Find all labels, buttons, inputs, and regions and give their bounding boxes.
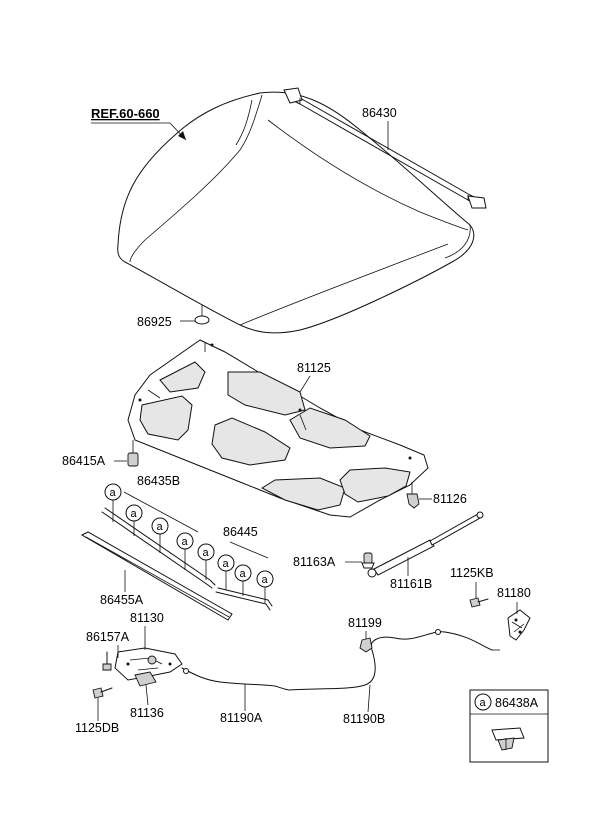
callout-a: a <box>262 574 269 586</box>
callout-a: a <box>240 568 247 580</box>
label-81136: 81136 <box>130 706 164 720</box>
hood-weatherstrip-86430 <box>283 87 487 209</box>
legend-part-number: 86438A <box>495 696 539 710</box>
hood-inner-panel-81125 <box>127 339 429 518</box>
callout-a: a <box>131 508 138 520</box>
label-81163A: 81163A <box>293 555 336 569</box>
clip-86438A-icon <box>491 727 525 751</box>
callout-a: a <box>182 536 189 548</box>
label-86925: 86925 <box>137 315 172 329</box>
hood-seal-86445 <box>215 587 273 611</box>
label-86455A: 86455A <box>100 593 144 607</box>
hood-panel <box>117 91 475 334</box>
bolt-86157A <box>102 651 112 671</box>
callout-a: a <box>223 558 230 570</box>
callouts-86445: a a a <box>217 554 274 603</box>
callout-a: a <box>110 487 117 499</box>
legend-letter: a <box>480 697 487 709</box>
label-81161B: 81161B <box>390 577 432 591</box>
latch-bracket-81136 <box>134 671 157 687</box>
hood-lift-strut-81161B <box>367 511 484 578</box>
release-cable-81190A <box>181 667 291 691</box>
label-81130: 81130 <box>130 611 164 625</box>
callout-a: a <box>157 521 164 533</box>
label-86445: 86445 <box>223 525 258 539</box>
label-81180: 81180 <box>497 586 531 600</box>
hood-bumper-86415A <box>127 452 139 467</box>
bolt-1125DB <box>92 687 113 699</box>
hood-seal-86455A <box>80 531 233 621</box>
hood-bumper-81126 <box>406 493 420 509</box>
label-81199: 81199 <box>348 616 382 630</box>
label-86157A: 86157A <box>86 630 130 644</box>
release-cable-81190B <box>289 629 500 691</box>
label-1125KB: 1125KB <box>450 566 494 580</box>
reference-arrowhead <box>178 131 186 140</box>
strut-bracket-81163A <box>361 552 375 569</box>
reference-label: REF.60-660 <box>91 106 160 121</box>
callouts-86435B: a a a a a <box>104 483 215 580</box>
cable-bracket-81199 <box>359 637 373 653</box>
callout-a: a <box>203 547 210 559</box>
grommet-86925 <box>194 315 210 325</box>
label-86430: 86430 <box>362 106 397 120</box>
bolt-1125KB <box>469 597 489 608</box>
label-86415A: 86415A <box>62 454 106 468</box>
label-1125DB: 1125DB <box>75 721 119 735</box>
label-81126: 81126 <box>433 492 467 506</box>
legend-box-86438A: a 86438A <box>469 689 549 763</box>
hood-latch-81130 <box>114 647 183 681</box>
label-81190A: 81190A <box>220 711 263 725</box>
hood-seal-86435B <box>101 507 216 589</box>
label-81190B: 81190B <box>343 712 385 726</box>
label-86435B: 86435B <box>137 474 180 488</box>
label-81125: 81125 <box>297 361 331 375</box>
hood-hinge-81180 <box>507 609 531 641</box>
